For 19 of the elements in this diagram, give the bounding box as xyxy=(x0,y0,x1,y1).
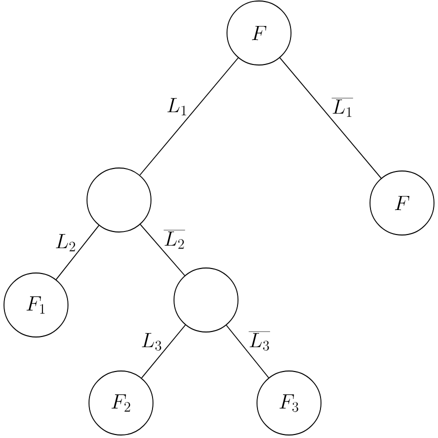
empty-node xyxy=(86,168,152,232)
tree-node: $F_1$ xyxy=(4,272,68,338)
edge-label: $\overline{L_2}$ xyxy=(162,228,186,250)
tree-node: $F$ xyxy=(226,0,292,66)
edge-label: $L_3$ xyxy=(140,332,164,352)
empty-node xyxy=(174,268,238,332)
tree-node: $F_2$ xyxy=(88,370,154,436)
tree-edge xyxy=(141,324,186,378)
tree-node: $F_3$ xyxy=(256,370,322,436)
edge-label: $\overline{L_3}$ xyxy=(248,330,272,352)
tree-edge xyxy=(279,57,382,179)
tree-edge xyxy=(226,324,270,378)
tree-edge xyxy=(56,225,100,280)
tree-edge xyxy=(140,224,186,276)
edge-label: $L_1$ xyxy=(165,97,189,116)
tree-node: $F$ xyxy=(370,170,434,236)
edge-label: $L_2$ xyxy=(54,233,78,252)
edge-label: $\overline{L_1}$ xyxy=(330,96,354,118)
tree-edge xyxy=(139,57,239,176)
